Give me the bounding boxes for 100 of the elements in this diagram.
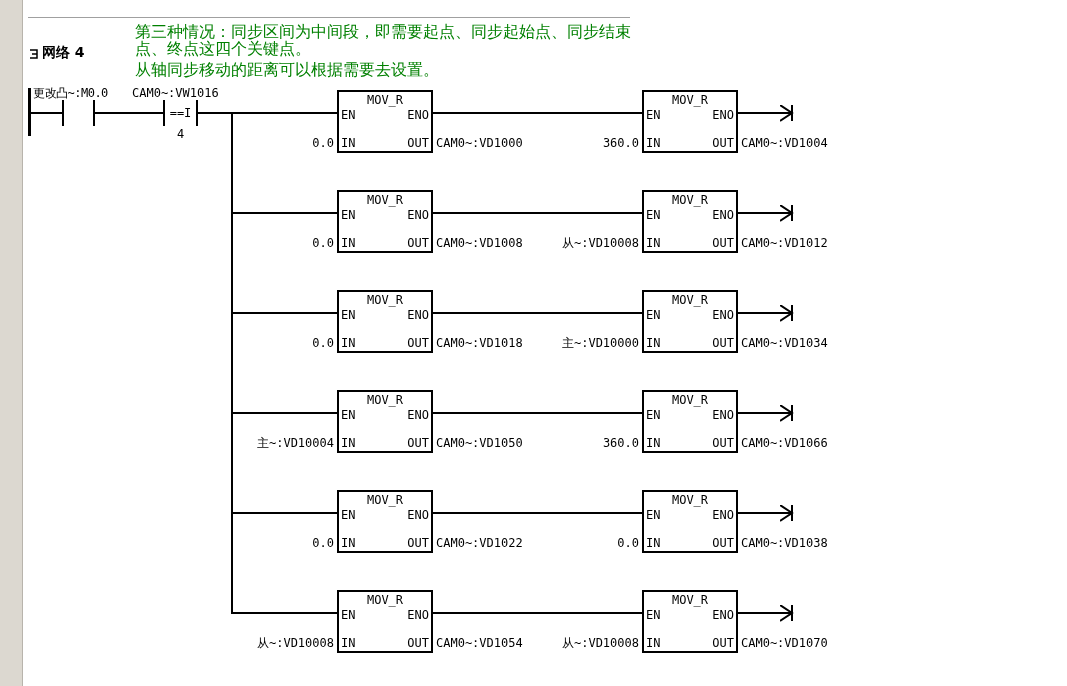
operand-label: 4 bbox=[175, 127, 186, 141]
pin-label: IN bbox=[341, 336, 356, 350]
pin-label: ENO bbox=[712, 608, 734, 622]
input-operand: 从~:VD10008 bbox=[256, 636, 334, 650]
input-operand: 主~:VD10000 bbox=[561, 336, 639, 350]
pin-label: ENO bbox=[712, 408, 734, 422]
function-block bbox=[642, 290, 738, 353]
comment-text: 第三种情况：同步区间为中间段，即需要起点、同步起始点、同步结束点、终点这四个关键点。 bbox=[135, 23, 632, 57]
input-operand: 0.0 bbox=[312, 236, 334, 250]
function-block bbox=[337, 590, 433, 653]
compare-operator: ==I bbox=[168, 106, 193, 120]
function-block bbox=[337, 190, 433, 253]
block-name: MOV_R bbox=[670, 193, 710, 207]
pin-label: IN bbox=[646, 136, 661, 150]
pin-label: IN bbox=[341, 236, 356, 250]
wire bbox=[197, 112, 338, 614]
pin-label: OUT bbox=[407, 136, 429, 150]
pin-label: EN bbox=[341, 208, 356, 222]
input-operand: 360.0 bbox=[602, 136, 639, 150]
output-operand: CAM0~:VD1054 bbox=[436, 636, 523, 650]
output-operand: CAM0~:VD1004 bbox=[741, 136, 828, 150]
function-block bbox=[337, 290, 433, 353]
output-operand: CAM0~:VD1050 bbox=[436, 436, 523, 450]
pin-label: EN bbox=[646, 408, 661, 422]
block-name: MOV_R bbox=[365, 593, 405, 607]
wire bbox=[432, 412, 643, 414]
pin-label: OUT bbox=[712, 136, 734, 150]
input-operand: 主~:VD10004 bbox=[256, 436, 334, 450]
output-operand: CAM0~:VD1034 bbox=[741, 336, 828, 350]
pin-label: ENO bbox=[712, 508, 734, 522]
block-name: MOV_R bbox=[365, 293, 405, 307]
wire bbox=[432, 212, 643, 214]
pin-label: IN bbox=[646, 236, 661, 250]
function-block bbox=[642, 390, 738, 453]
pin-label: EN bbox=[646, 108, 661, 122]
output-operand: CAM0~:VD1038 bbox=[741, 536, 828, 550]
pin-label: OUT bbox=[712, 436, 734, 450]
pin-label: OUT bbox=[407, 436, 429, 450]
function-block bbox=[642, 490, 738, 553]
network-title: 网络 4 bbox=[42, 44, 85, 62]
wire bbox=[432, 312, 643, 314]
pin-label: IN bbox=[646, 436, 661, 450]
block-name: MOV_R bbox=[670, 493, 710, 507]
output-operand: CAM0~:VD1018 bbox=[436, 336, 523, 350]
block-name: MOV_R bbox=[670, 93, 710, 107]
pin-label: ENO bbox=[712, 108, 734, 122]
operand-label: CAM0~:VW1016 bbox=[132, 86, 219, 100]
pin-label: ENO bbox=[712, 308, 734, 322]
input-operand: 0.0 bbox=[312, 136, 334, 150]
function-block bbox=[337, 390, 433, 453]
function-block bbox=[642, 90, 738, 153]
input-operand: 从~:VD10008 bbox=[561, 636, 639, 650]
pin-label: EN bbox=[646, 608, 661, 622]
block-name: MOV_R bbox=[365, 193, 405, 207]
input-operand: 0.0 bbox=[617, 536, 639, 550]
input-operand: 0.0 bbox=[312, 336, 334, 350]
block-name: MOV_R bbox=[670, 593, 710, 607]
pin-label: EN bbox=[646, 308, 661, 322]
pin-label: EN bbox=[646, 208, 661, 222]
block-name: MOV_R bbox=[670, 393, 710, 407]
function-block bbox=[337, 90, 433, 153]
pin-label: ENO bbox=[407, 208, 429, 222]
pin-label: ENO bbox=[407, 108, 429, 122]
wire bbox=[432, 612, 643, 614]
pin-label: OUT bbox=[407, 336, 429, 350]
wire bbox=[432, 112, 643, 114]
pin-label: IN bbox=[646, 536, 661, 550]
output-operand: CAM0~:VD1000 bbox=[436, 136, 523, 150]
contact bbox=[62, 100, 95, 126]
pin-label: OUT bbox=[712, 536, 734, 550]
output-operand: CAM0~:VD1022 bbox=[436, 536, 523, 550]
pin-label: ENO bbox=[407, 508, 429, 522]
operand-label: 更改凸~:M0.0 bbox=[33, 86, 108, 100]
function-block bbox=[642, 190, 738, 253]
power-rail bbox=[28, 88, 31, 136]
pin-label: EN bbox=[341, 408, 356, 422]
pin-label: EN bbox=[341, 508, 356, 522]
pin-label: OUT bbox=[407, 236, 429, 250]
pin-label: IN bbox=[646, 636, 661, 650]
input-operand: 360.0 bbox=[602, 436, 639, 450]
wire bbox=[30, 112, 63, 114]
block-name: MOV_R bbox=[365, 93, 405, 107]
function-block bbox=[337, 490, 433, 553]
output-operand: CAM0~:VD1012 bbox=[741, 236, 828, 250]
block-name: MOV_R bbox=[670, 293, 710, 307]
pin-label: OUT bbox=[712, 236, 734, 250]
pin-label: IN bbox=[341, 136, 356, 150]
pin-label: ENO bbox=[407, 308, 429, 322]
block-name: MOV_R bbox=[365, 393, 405, 407]
wire bbox=[94, 112, 164, 114]
output-operand: CAM0~:VD1066 bbox=[741, 436, 828, 450]
pin-label: ENO bbox=[712, 208, 734, 222]
pin-label: EN bbox=[341, 608, 356, 622]
function-block bbox=[642, 590, 738, 653]
block-name: MOV_R bbox=[365, 493, 405, 507]
wire bbox=[432, 512, 643, 514]
compare-contact bbox=[163, 100, 198, 126]
pin-label: EN bbox=[341, 108, 356, 122]
input-operand: 从~:VD10008 bbox=[561, 236, 639, 250]
pin-label: IN bbox=[341, 536, 356, 550]
